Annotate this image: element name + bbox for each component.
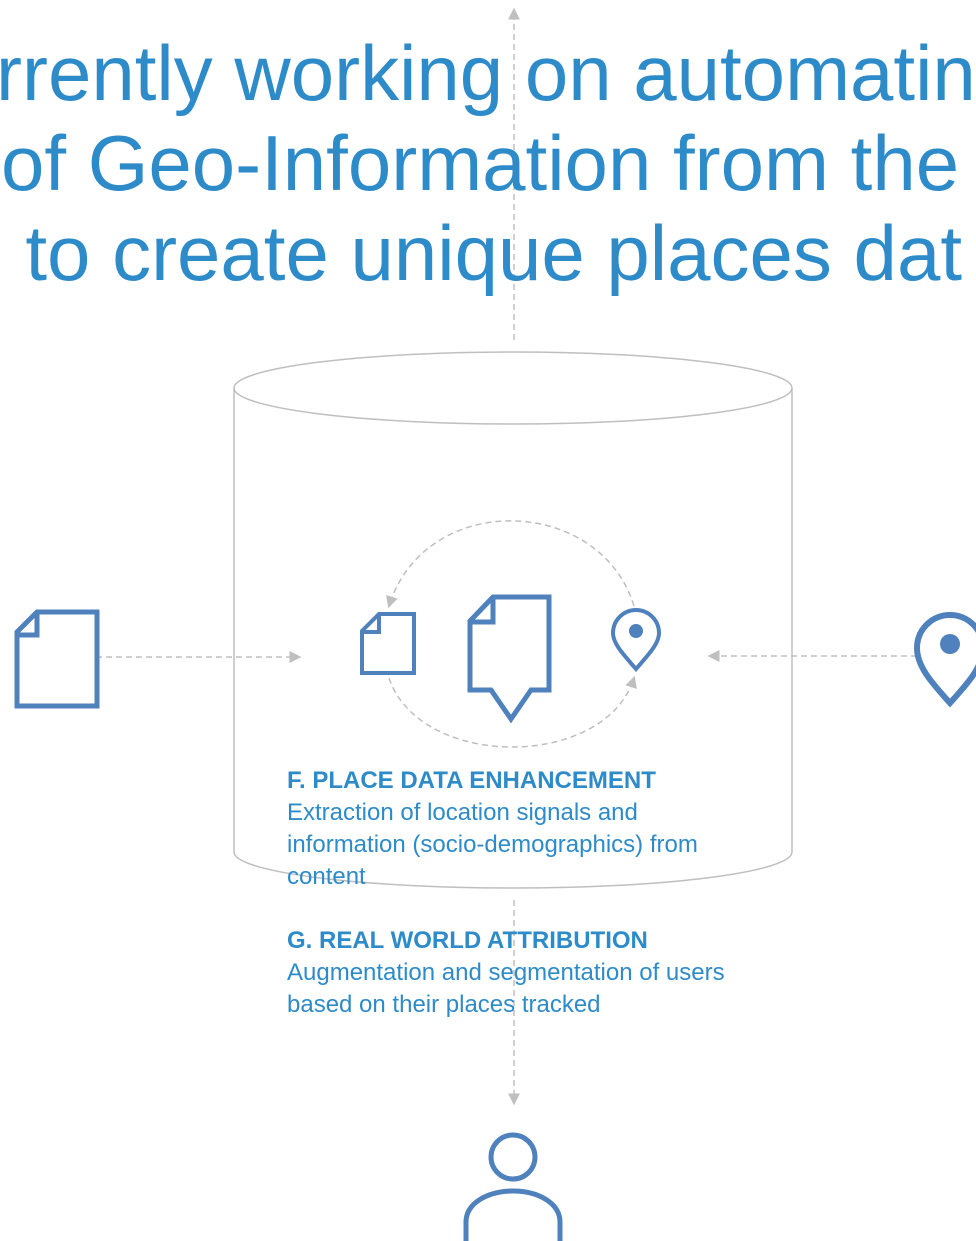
database-top bbox=[233, 351, 793, 425]
headline-line-3: , to create unique places dat bbox=[0, 209, 962, 297]
cycle-arrow-top bbox=[386, 520, 635, 609]
location-pin-icon bbox=[610, 608, 662, 673]
headline: rrently working on automatin of Geo-Info… bbox=[0, 28, 976, 298]
step-g-description: Augmentation and segmentation of users b… bbox=[287, 959, 725, 1018]
cycle-arrow-bottom bbox=[388, 675, 637, 748]
location-pin-icon bbox=[913, 612, 976, 708]
headline-line-2: of Geo-Information from the bbox=[1, 119, 960, 207]
step-f-description: Extraction of location signals and infor… bbox=[287, 799, 698, 890]
document-icon bbox=[360, 612, 416, 675]
step-f-title: F. PLACE DATA ENHANCEMENT bbox=[287, 767, 656, 794]
comment-document-icon bbox=[467, 594, 552, 724]
database-cylinder bbox=[233, 351, 793, 889]
step-g-title: G. REAL WORLD ATTRIBUTION bbox=[287, 927, 648, 954]
user-icon bbox=[463, 1132, 563, 1241]
step-g-caption: G. REAL WORLD ATTRIBUTION Augmentation a… bbox=[287, 925, 757, 1021]
step-f-caption: F. PLACE DATA ENHANCEMENT Extraction of … bbox=[287, 765, 757, 893]
document-icon bbox=[14, 609, 100, 709]
headline-line-1: rrently working on automatin bbox=[0, 29, 976, 117]
database-bottom bbox=[233, 851, 793, 889]
